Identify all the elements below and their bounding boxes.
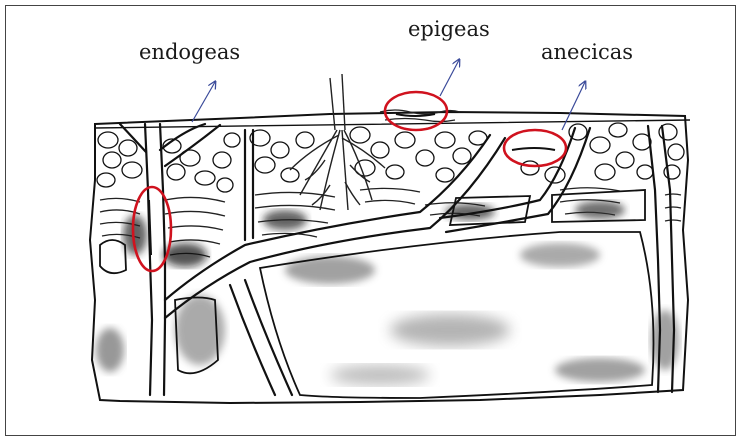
worm-anecic [512,148,555,150]
arrow-anecicas-icon [562,82,585,130]
arrow-endogeas-icon [192,82,215,122]
arrow-epigeas-icon [440,60,459,96]
worm-epigeic [396,114,435,116]
